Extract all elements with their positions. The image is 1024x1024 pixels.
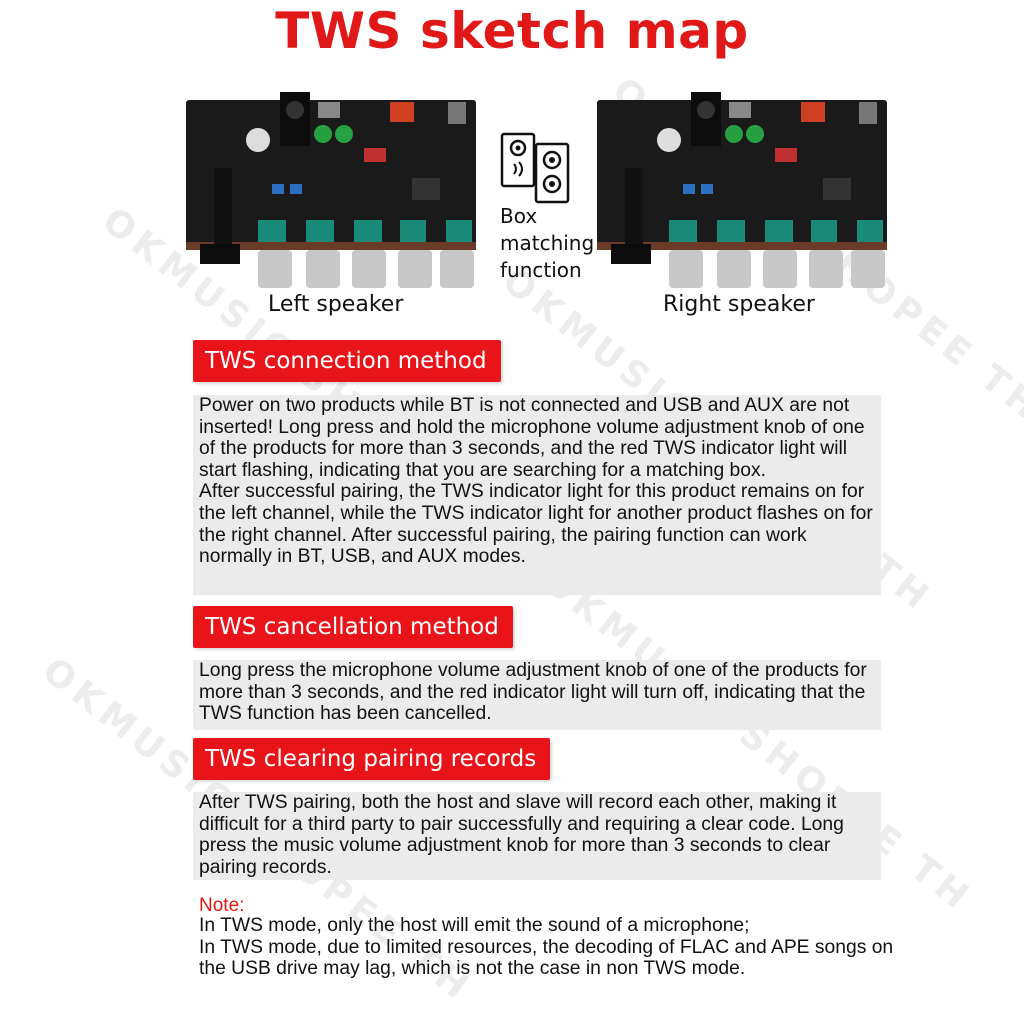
page-title: TWS sketch map [275,2,749,60]
left-speaker-label: Left speaker [268,292,404,317]
right-speaker-board-image [597,92,887,290]
section-paragraph: After successful pairing, the TWS indica… [199,481,873,568]
amplifier-board-illustration [597,92,887,288]
note-body: In TWS mode, only the host will emit the… [199,915,899,980]
box-matching-line: Box [500,204,538,228]
section-heading-cancellation: TWS cancellation method [193,606,513,648]
box-matching-caption: Box matching function [500,203,594,284]
amplifier-board-illustration [186,92,476,288]
section-body-clearing: After TWS pairing, both the host and sla… [193,792,881,880]
note-line: In TWS mode, due to limited resources, t… [199,936,894,980]
note-line: In TWS mode, only the host will emit the… [199,915,750,936]
section-body-cancellation: Long press the microphone volume adjustm… [193,660,881,730]
right-speaker-label: Right speaker [663,292,815,317]
section-paragraph: Power on two products while BT is not co… [199,395,865,481]
section-paragraph: Long press the microphone volume adjustm… [199,660,867,725]
section-body-connection: Power on two products while BT is not co… [193,395,881,595]
section-heading-clearing: TWS clearing pairing records [193,738,551,780]
box-matching-line: matching [500,231,595,255]
speaker-box-icon [500,130,570,206]
note-label: Note: [199,895,245,916]
section-paragraph: After TWS pairing, both the host and sla… [199,792,844,878]
section-heading-connection: TWS connection method [193,340,501,382]
box-matching-line: function [500,258,582,282]
left-speaker-board-image [186,92,476,290]
